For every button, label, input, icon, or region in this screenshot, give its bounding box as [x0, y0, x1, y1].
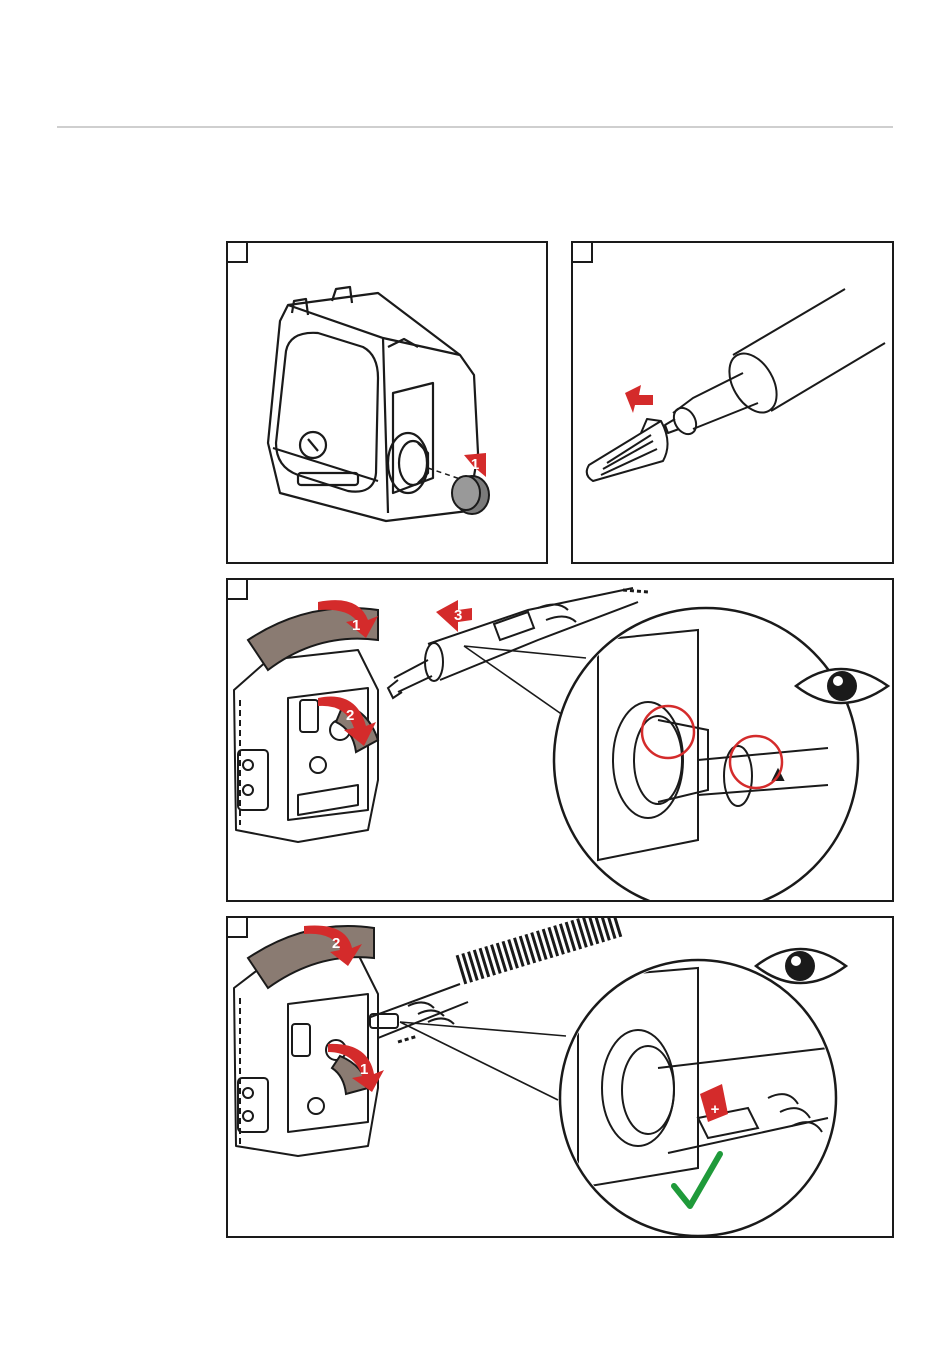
panel-2 [571, 241, 894, 564]
callout-2: 2 [332, 935, 340, 952]
panel-1: 1 [226, 241, 548, 564]
callout-1: 1 [360, 1061, 368, 1078]
direction-arrow [625, 385, 653, 413]
torch-illustration [573, 243, 894, 564]
svg-text:1: 1 [471, 456, 479, 473]
panel-3: 1 2 3 [226, 578, 894, 902]
panel-4: 2 1 + [226, 916, 894, 1238]
connection-illustration: 1 2 3 [228, 580, 894, 902]
header-rule [57, 126, 893, 128]
wirefeeder-illustration: 1 [228, 243, 548, 564]
callout-1: 1 [352, 617, 360, 634]
secured-connection-illustration: 2 1 + [228, 918, 894, 1238]
callout-3: 3 [454, 607, 462, 624]
eye-icon [756, 949, 846, 983]
magnifier-detail [554, 608, 858, 902]
callout-2: 2 [346, 707, 354, 724]
callout-plus: + [711, 1101, 720, 1118]
